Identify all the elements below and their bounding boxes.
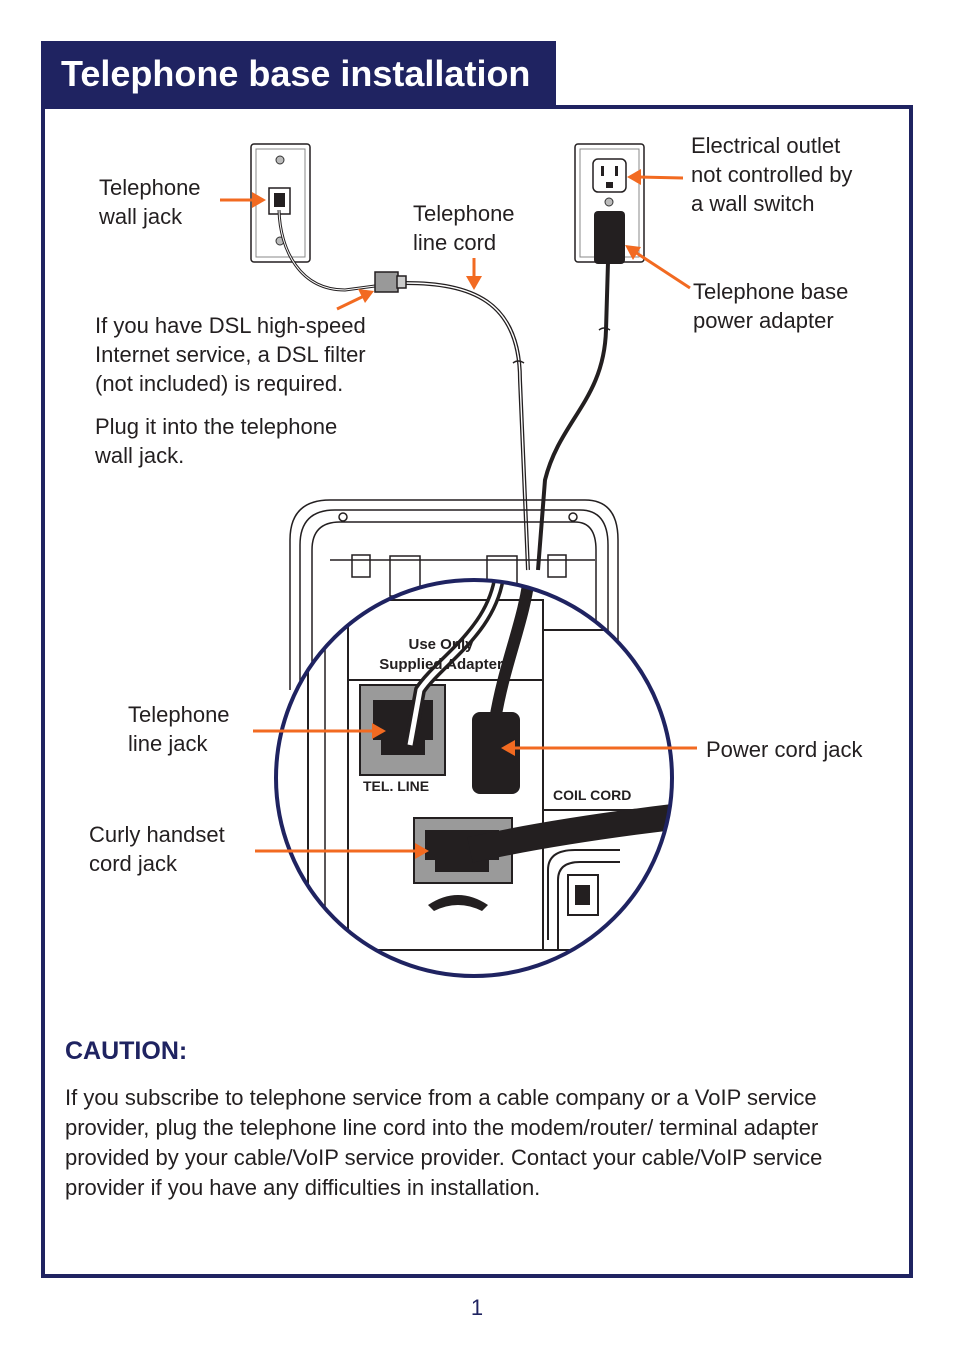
cords [277,209,611,571]
dsl-plug-note: Plug it into the telephone wall jack. [95,414,338,468]
page-title: Telephone base installation [41,41,556,107]
zoom-detail [276,580,672,976]
caution-body: If you subscribe to telephone service fr… [65,1085,823,1200]
content-frame [41,105,913,1278]
coil-cord-label: COIL CORD [553,787,631,803]
power-adapter-label: Telephone base power adapter [693,279,849,333]
electrical-outlet-label: Electrical outlet not controlled by a wa… [691,133,853,216]
caution-heading: CAUTION: [65,1037,188,1065]
zoom-circle [274,578,674,978]
dsl-filter [374,271,407,293]
wall-jack-plate [250,143,311,263]
dsl-note: If you have DSL high-speed Internet serv… [95,313,366,396]
tel-line-label: TEL. LINE [363,778,429,794]
supplied-adapter-label: Supplied Adapter [379,656,503,673]
telephone-base [289,499,619,690]
use-only-label: Use Only [408,636,474,653]
power-cord-jack-label: Power cord jack [706,737,863,762]
telephone-wall-jack-label: Telephone wall jack [99,175,201,229]
electrical-outlet [574,143,645,264]
page-number: 1 [470,1295,484,1320]
telephone-line-cord-label: Telephone line cord [413,201,515,255]
curly-handset-jack-label: Curly handset cord jack [89,822,225,876]
callout-arrows [220,169,697,859]
telephone-line-jack-label: Telephone line jack [128,702,230,756]
